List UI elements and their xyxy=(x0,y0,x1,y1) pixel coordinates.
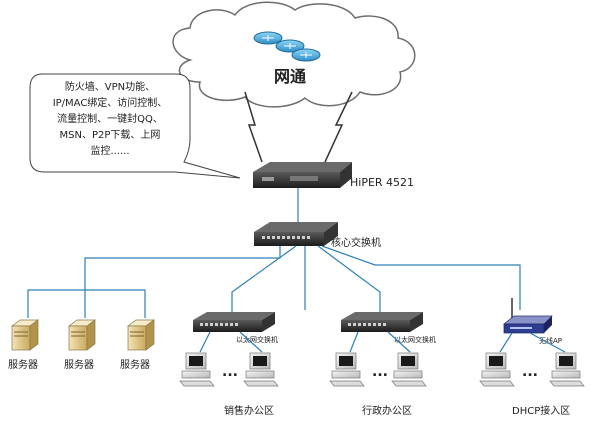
isp-cloud: 网通 xyxy=(172,1,416,108)
server-1: 服务器 xyxy=(8,319,40,371)
server-branch xyxy=(27,289,146,318)
zone-2-links xyxy=(349,331,411,353)
zone-label-3: DHCP接入区 xyxy=(512,404,570,417)
ap-label: 无线AP xyxy=(539,336,562,345)
pc-3a xyxy=(479,352,515,387)
server-2: 服务器 xyxy=(64,319,97,371)
cloud-router-icons xyxy=(253,31,321,62)
server-3: 服务器 xyxy=(120,319,156,371)
router-label: HiPER 4521 xyxy=(350,176,414,189)
callout-line-5: 监控...... xyxy=(90,144,129,157)
ethernet-switch-1: 以太网交换机 xyxy=(193,312,278,344)
server-label-1: 服务器 xyxy=(8,358,38,371)
cloud-label: 网通 xyxy=(274,67,306,86)
switch-label-2: 以太网交换机 xyxy=(394,335,436,344)
pc-1b xyxy=(243,352,279,387)
pc-ellipsis-2: ... xyxy=(372,364,388,380)
ethernet-switch-2: 以太网交换机 xyxy=(341,312,436,344)
zone-3-links xyxy=(499,332,566,353)
router-device: HiPER 4521 xyxy=(253,162,414,189)
pc-ellipsis-1: ... xyxy=(222,364,238,380)
callout-line-1: 防火墙、VPN功能、 xyxy=(65,80,155,93)
pc-1a xyxy=(179,352,215,387)
callout-line-3: 流量控制、一键封QQ、 xyxy=(57,112,163,125)
wan-links xyxy=(244,91,353,163)
server-label-2: 服务器 xyxy=(64,358,94,371)
zone-1-links xyxy=(199,331,263,353)
core-switch-label: 核心交换机 xyxy=(331,236,381,249)
zone-label-2: 行政办公区 xyxy=(362,404,412,417)
pc-3b xyxy=(549,352,585,387)
distribution-links xyxy=(84,245,521,312)
zone-dhcp: 无线AP ... DHCP接入区 xyxy=(479,298,585,417)
wireless-ap: 无线AP xyxy=(503,298,562,345)
core-switch-device: 核心交换机 xyxy=(254,222,381,249)
callout-line-4: MSN、P2P下载、上网 xyxy=(60,129,161,141)
zone-sales: 以太网交换机 ... 销售办公区 xyxy=(179,312,279,417)
pc-2a xyxy=(329,352,365,387)
zone-label-1: 销售办公区 xyxy=(224,404,274,417)
server-label-3: 服务器 xyxy=(120,358,150,371)
switch-label-1: 以太网交换机 xyxy=(236,335,278,344)
pc-2b xyxy=(391,352,427,387)
callout-line-2: IP/MAC绑定、访问控制、 xyxy=(53,96,168,109)
zone-admin: 以太网交换机 ... 行政办公区 xyxy=(329,312,436,417)
pc-ellipsis-3: ... xyxy=(522,364,538,380)
feature-callout: 防火墙、VPN功能、 IP/MAC绑定、访问控制、 流量控制、一键封QQ、 MS… xyxy=(29,73,241,179)
